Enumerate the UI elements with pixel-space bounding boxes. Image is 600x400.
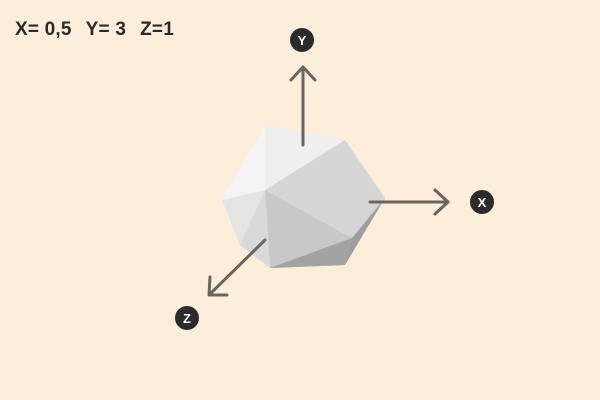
x-axis-label: X [470, 190, 494, 214]
y-coordinate: Y= 3 [85, 19, 127, 40]
icosahedron-icon[interactable] [222, 125, 385, 268]
x-axis-arrow [368, 188, 450, 216]
z-axis-arrow [207, 238, 267, 297]
y-axis-label: Y [290, 28, 314, 52]
z-coordinate: Z=1 [140, 19, 174, 40]
coordinate-readout: X= 0,5 Y= 3 Z=1 [15, 19, 188, 41]
x-coordinate: X= 0,5 [15, 19, 72, 40]
y-axis-arrow [289, 65, 317, 147]
z-axis-label: Z [175, 306, 199, 330]
